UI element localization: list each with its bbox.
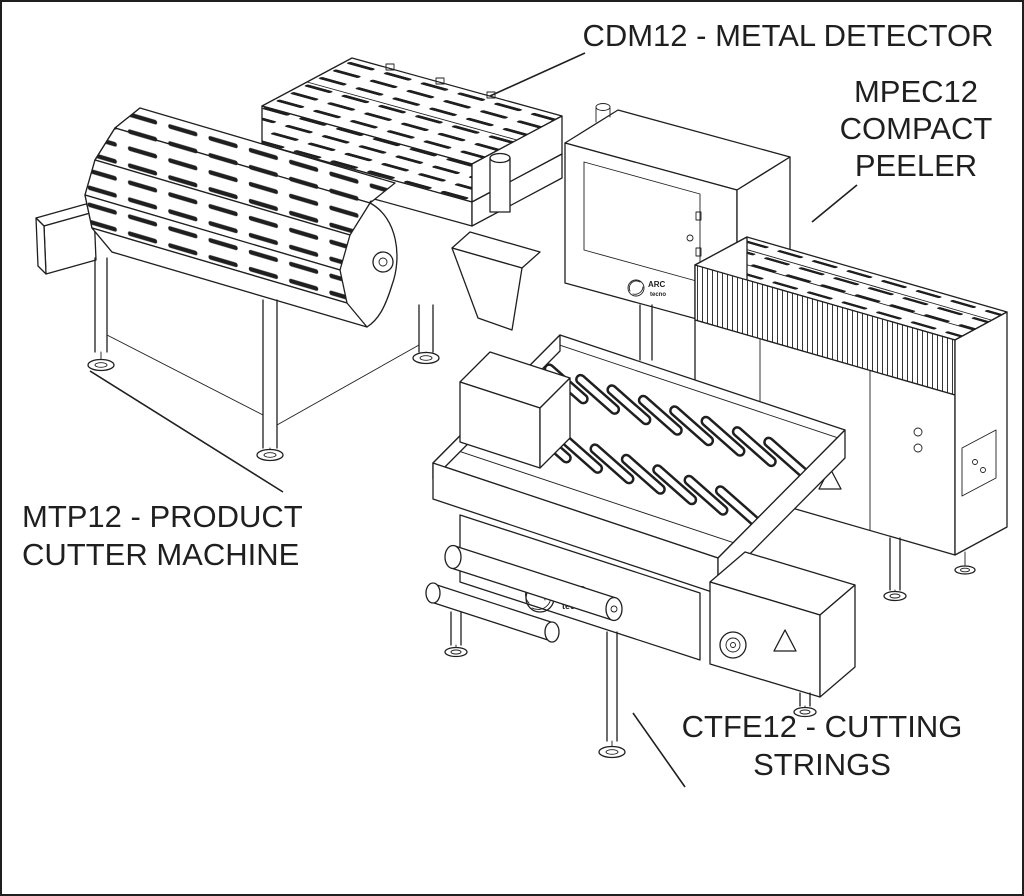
cdm12-column-cap <box>489 152 511 164</box>
label-compact-peeler-line3: PEELER <box>855 148 977 183</box>
arc-tecno-logo-icon <box>627 279 645 297</box>
ctfe12-leveling-foot <box>793 705 817 718</box>
label-metal-detector: CDM12 - METAL DETECTOR <box>582 18 993 53</box>
cdm12-detector-head: ARC tecno <box>564 103 791 371</box>
cdm12-door-hinge <box>695 211 702 221</box>
mtp12-leveling-foot <box>256 447 284 462</box>
mpec12-electrical-panel <box>961 429 997 497</box>
cdm12-brand-logo: ARC tecno <box>627 279 666 298</box>
mtp12-cross-brace <box>276 344 420 426</box>
ctfe12-infeed-hopper <box>459 351 571 469</box>
ctfe12-belt-rail <box>551 342 838 439</box>
ctfe12-leveling-foot <box>444 644 468 658</box>
label-compact-peeler-line1: MPEC12 <box>854 74 978 109</box>
leader-cutting-strings <box>632 712 686 788</box>
cdm12-cover-front-slots <box>262 106 472 202</box>
ctfe12-belt-rail <box>447 447 734 544</box>
ctfe12-warning-triangle-icon <box>773 629 797 652</box>
ctfe12-roller-front <box>444 544 623 622</box>
arc-tecno-logo-swirl <box>628 280 644 295</box>
mtp12-drive-hub-center <box>378 257 388 267</box>
cdm12-cover-ridge-line <box>306 81 518 141</box>
leader-metal-detector <box>489 52 586 97</box>
ctfe12-roller-lower <box>425 582 560 643</box>
mtp12-leveling-foot <box>412 351 440 365</box>
cdm12-cover-clip <box>486 91 496 99</box>
cdm12-outfeed-chute <box>451 231 541 331</box>
cdm12-cover-clip <box>385 63 395 71</box>
mpec12-grill-hatch <box>695 265 955 395</box>
label-product-cutter-line1: MTP12 - PRODUCT <box>22 499 303 534</box>
ctfe12-gearmotor-shaft <box>730 642 736 648</box>
mtp12-leveling-foot <box>87 351 115 372</box>
ctfe12-gearmotor-hub <box>725 637 741 653</box>
mpec12-knob <box>913 427 923 437</box>
ctfe12-leveling-foot <box>598 740 626 759</box>
machine-mtp12-product-cutter <box>35 107 440 462</box>
mpec12-knob <box>913 443 923 453</box>
label-cutting-strings-line1: CTFE12 - CUTTING <box>682 709 963 744</box>
label-compact-peeler-line2: COMPACT <box>840 111 993 146</box>
brand-name: ARC <box>648 280 666 289</box>
mpec12-body-right <box>954 311 1008 556</box>
cdm12-cover-clip <box>435 77 445 85</box>
label-product-cutter-line2: CUTTER MACHINE <box>22 537 299 572</box>
mtp12-motor-box <box>35 203 97 275</box>
label-cutting-strings-line2: STRINGS <box>753 747 891 782</box>
cdm12-door-hinge <box>695 247 702 257</box>
ctfe12-gearmotor <box>719 631 747 659</box>
brand-sub: tecno <box>650 292 666 298</box>
cdm12-support-column <box>489 152 511 213</box>
mpec12-hood-panel-line <box>712 254 974 331</box>
mtp12-cross-brace <box>106 334 264 416</box>
ctfe12-control-box <box>709 551 856 698</box>
leader-product-cutter <box>89 370 284 493</box>
mtp12-facet-top-slots <box>115 108 395 203</box>
mpec12-leveling-foot <box>883 589 907 602</box>
machine-ctfe12-cutting-strings: ARC tecno <box>425 334 856 759</box>
cdm12-chute-body <box>451 247 523 331</box>
mtp12-drum-right-end <box>366 202 398 328</box>
mpec12-leveling-foot <box>954 551 976 575</box>
cdm12-column-body <box>489 157 511 213</box>
mtp12-facet-1-slots <box>95 128 370 235</box>
mtp12-frame <box>94 257 434 449</box>
cdm12-door-handle <box>686 234 694 242</box>
callout-leaders <box>89 52 858 788</box>
cdm12-antenna <box>595 103 611 123</box>
mtp12-facet-2-slots <box>85 160 350 270</box>
callout-labels: CDM12 - METAL DETECTOR MPEC12 COMPACT PE… <box>22 18 994 782</box>
mtp12-facet-3-slots <box>85 195 347 303</box>
mpec12-hood-panel-line <box>730 244 992 321</box>
leader-compact-peeler <box>811 184 858 223</box>
mpec12-hood-top-slots <box>695 237 1007 340</box>
mtp12-drive-hub <box>372 251 394 273</box>
